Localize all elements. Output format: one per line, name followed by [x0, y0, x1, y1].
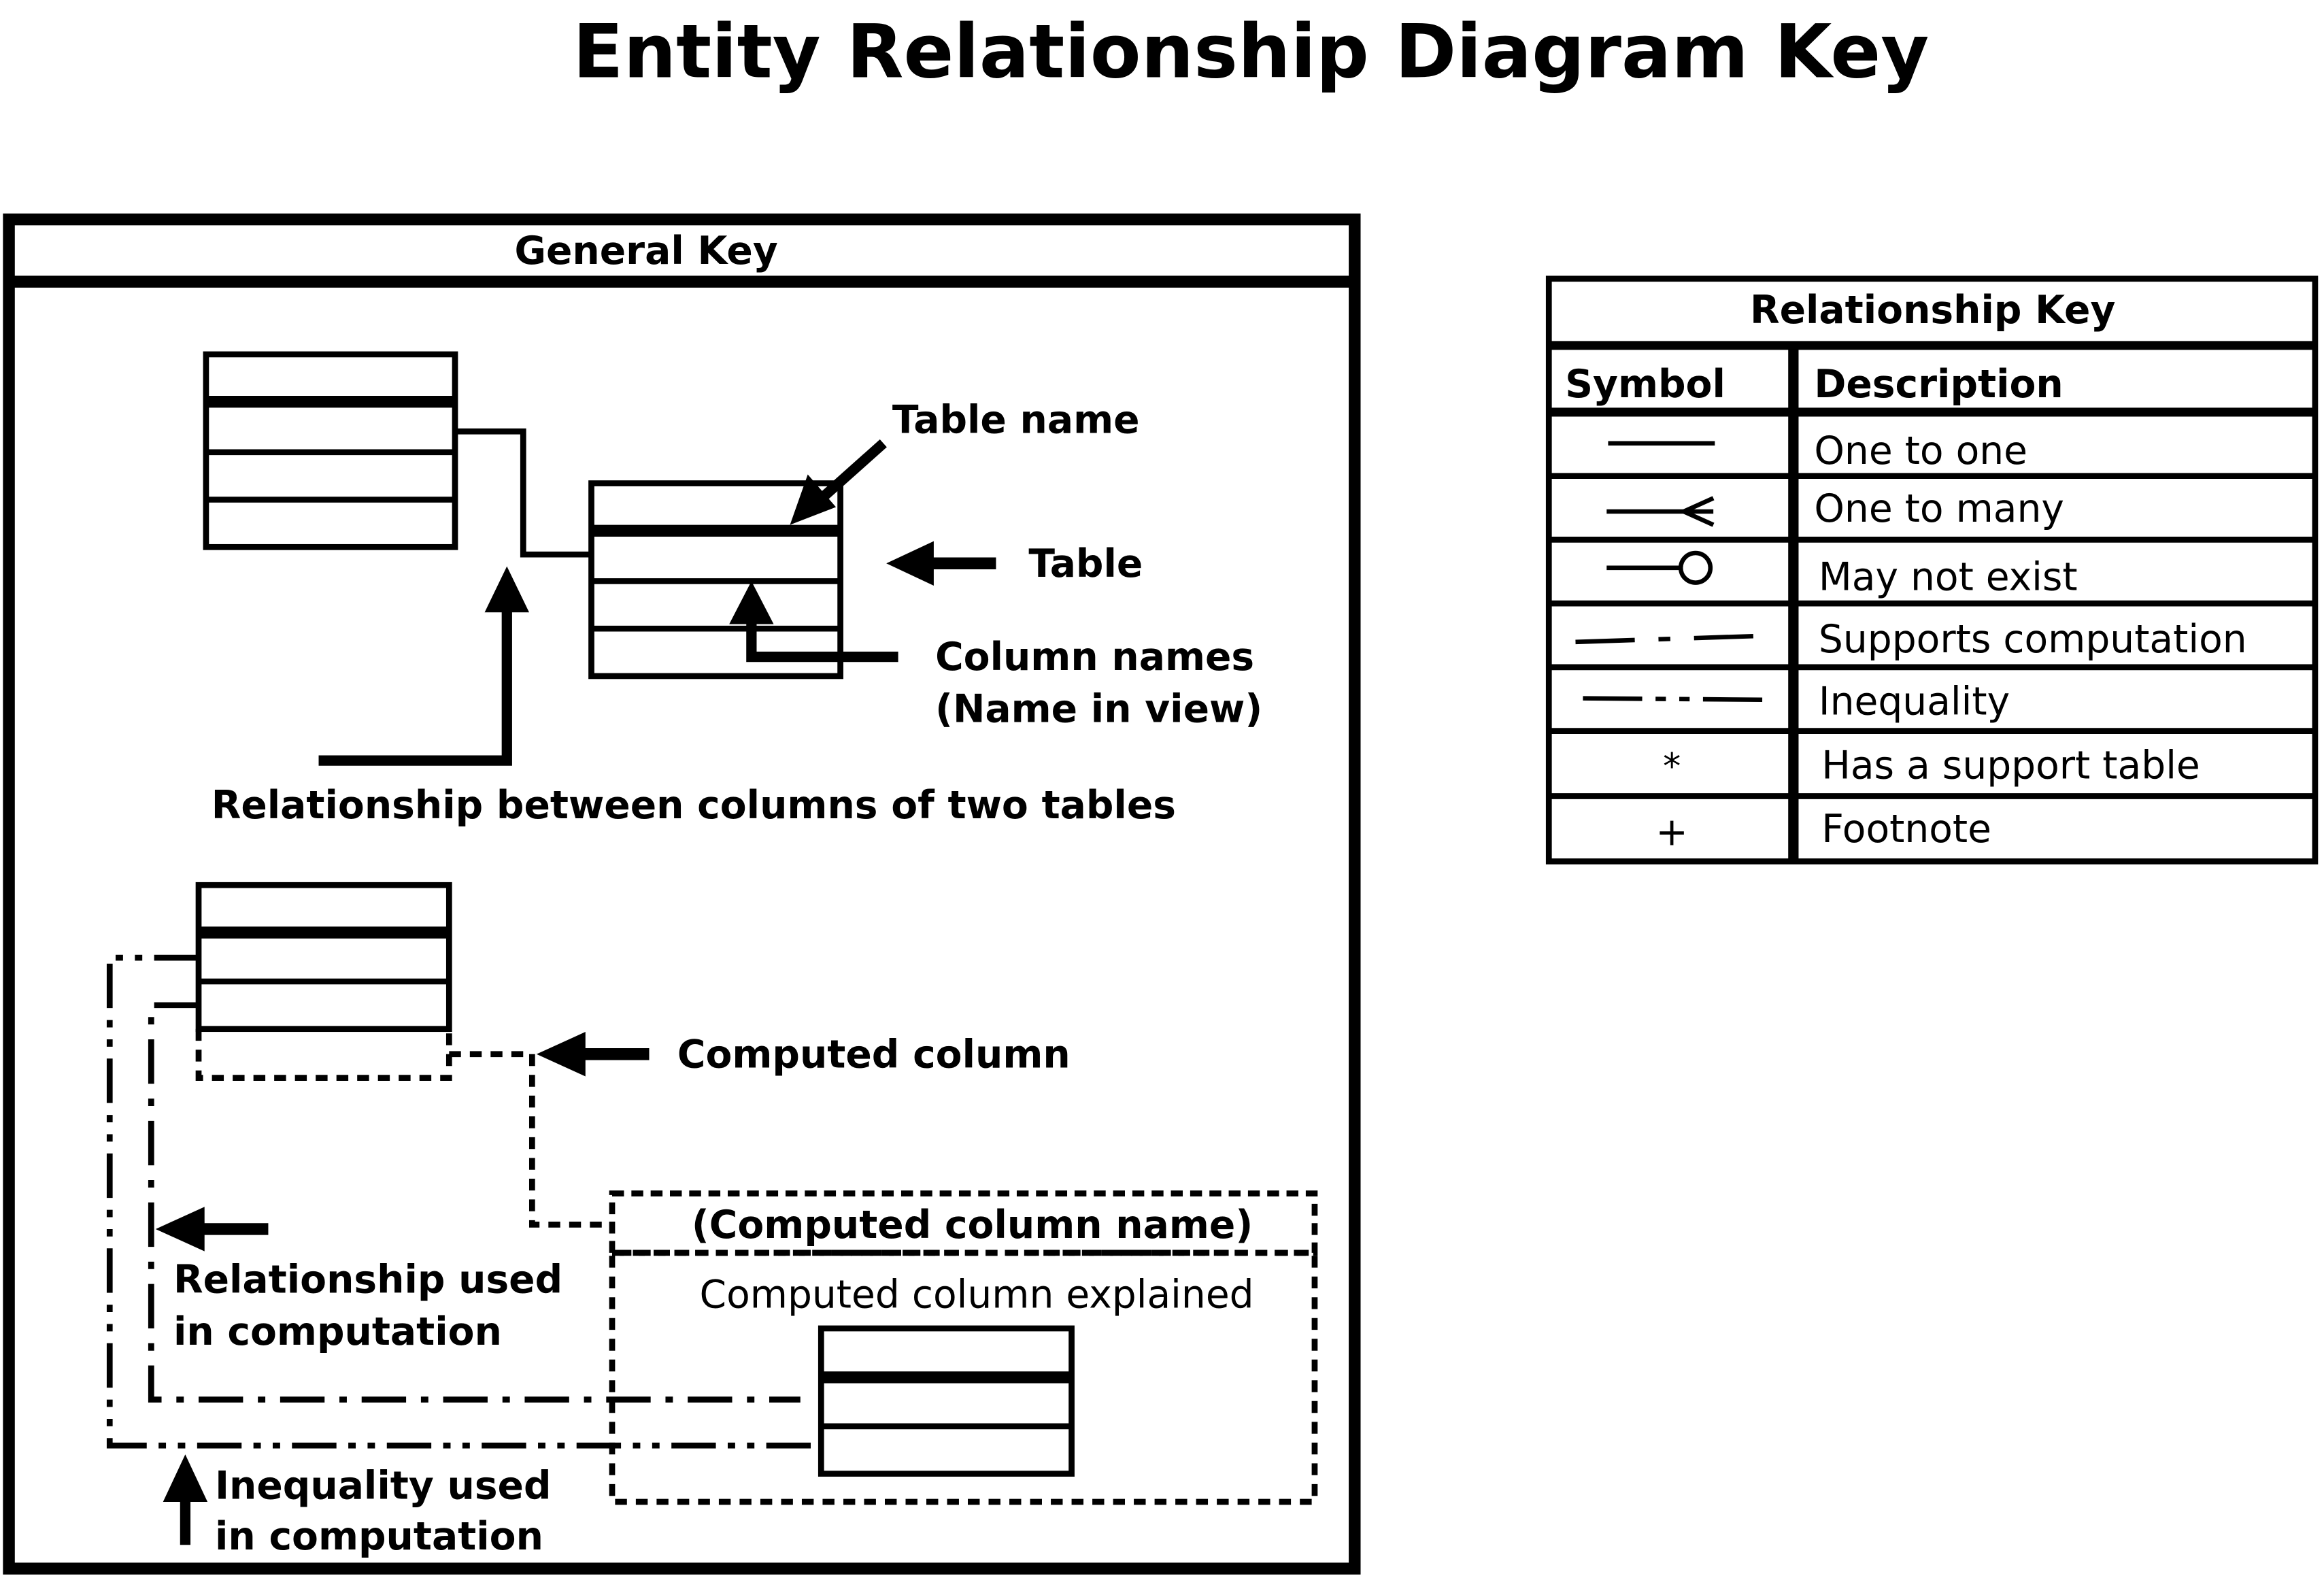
- label-inequality-used: Inequality used: [215, 1464, 552, 1509]
- label-computed-column-explained: Computed column explained: [700, 1272, 1254, 1317]
- label-computed-column-name: (Computed column name): [692, 1203, 1253, 1247]
- computed-column-connector: [449, 1051, 613, 1228]
- relationship-row: Inequality: [1583, 680, 2010, 724]
- general-key-panel: General Key Table name Table: [3, 213, 1361, 1575]
- example-table-computed: [195, 882, 452, 1081]
- column-names-arrow-icon: [729, 581, 898, 663]
- label-relationship-used: Relationship used: [173, 1258, 562, 1303]
- computed-column-name-box: [609, 1190, 1318, 1256]
- relationship-row: One to one: [1608, 429, 2027, 473]
- one-to-many-icon: [1606, 496, 1715, 527]
- label-inequality-used-2: in computation: [215, 1514, 543, 1559]
- relationship-row: May not exist: [1606, 550, 2078, 600]
- example-table-support: [818, 1325, 1075, 1477]
- example-table-left: [203, 351, 458, 550]
- inequality-icon: [1583, 696, 1767, 703]
- inequality-used-arrow-icon: [163, 1454, 208, 1545]
- row-description: Footnote: [1821, 807, 1991, 852]
- footnote-icon: +: [1655, 809, 1687, 854]
- label-name-in-view: (Name in view): [935, 686, 1262, 731]
- row-description: One to one: [1814, 429, 2027, 473]
- label-relationship-used-2: in computation: [173, 1309, 502, 1354]
- relationship-key-frame: [1545, 275, 2319, 865]
- support-table-icon: *: [1663, 745, 1681, 787]
- example-table-right: [588, 480, 843, 680]
- label-computed-column: Computed column: [677, 1032, 1071, 1077]
- relationship-row: * Has a support table: [1663, 743, 2200, 788]
- general-key-frame: [3, 213, 1361, 1575]
- inequality-used-line: [106, 954, 818, 1449]
- relationship-key-panel: Relationship Key Symbol Description One …: [1545, 275, 2319, 865]
- relationship-used-arrow-icon: [155, 1207, 269, 1252]
- row-description: Supports computation: [1819, 617, 2247, 662]
- row-description: One to many: [1814, 486, 2064, 531]
- relationship-row: Supports computation: [1575, 617, 2247, 662]
- relationship-row: + Footnote: [1655, 807, 1991, 854]
- may-not-exist-icon: [1606, 550, 1713, 585]
- row-description: May not exist: [1819, 555, 2078, 600]
- computed-column-box: [195, 1028, 452, 1081]
- row-description: Has a support table: [1821, 743, 2200, 788]
- label-table-name: Table name: [892, 397, 1140, 442]
- general-key-header: General Key: [515, 229, 778, 273]
- page-title: Entity Relationship Diagram Key: [573, 8, 1929, 95]
- row-description: Inequality: [1819, 680, 2010, 724]
- relationship-key-header: Relationship Key: [1750, 288, 2115, 333]
- relationship-used-line: [148, 1002, 801, 1403]
- column-header-description: Description: [1814, 362, 2063, 407]
- supports-computation-icon: [1575, 633, 1757, 645]
- table-name-arrow-icon: [790, 439, 887, 525]
- label-table: Table: [1028, 541, 1143, 586]
- label-column-names: Column names: [935, 635, 1254, 680]
- relationship-row: One to many: [1606, 486, 2064, 531]
- relationship-arrow-icon: [318, 566, 529, 766]
- relationship-line: [455, 428, 592, 558]
- computed-column-arrow-icon: [536, 1032, 650, 1077]
- column-header-symbol: Symbol: [1565, 362, 1725, 407]
- label-relationship: Relationship between columns of two tabl…: [212, 783, 1176, 828]
- table-arrow-icon: [886, 541, 996, 586]
